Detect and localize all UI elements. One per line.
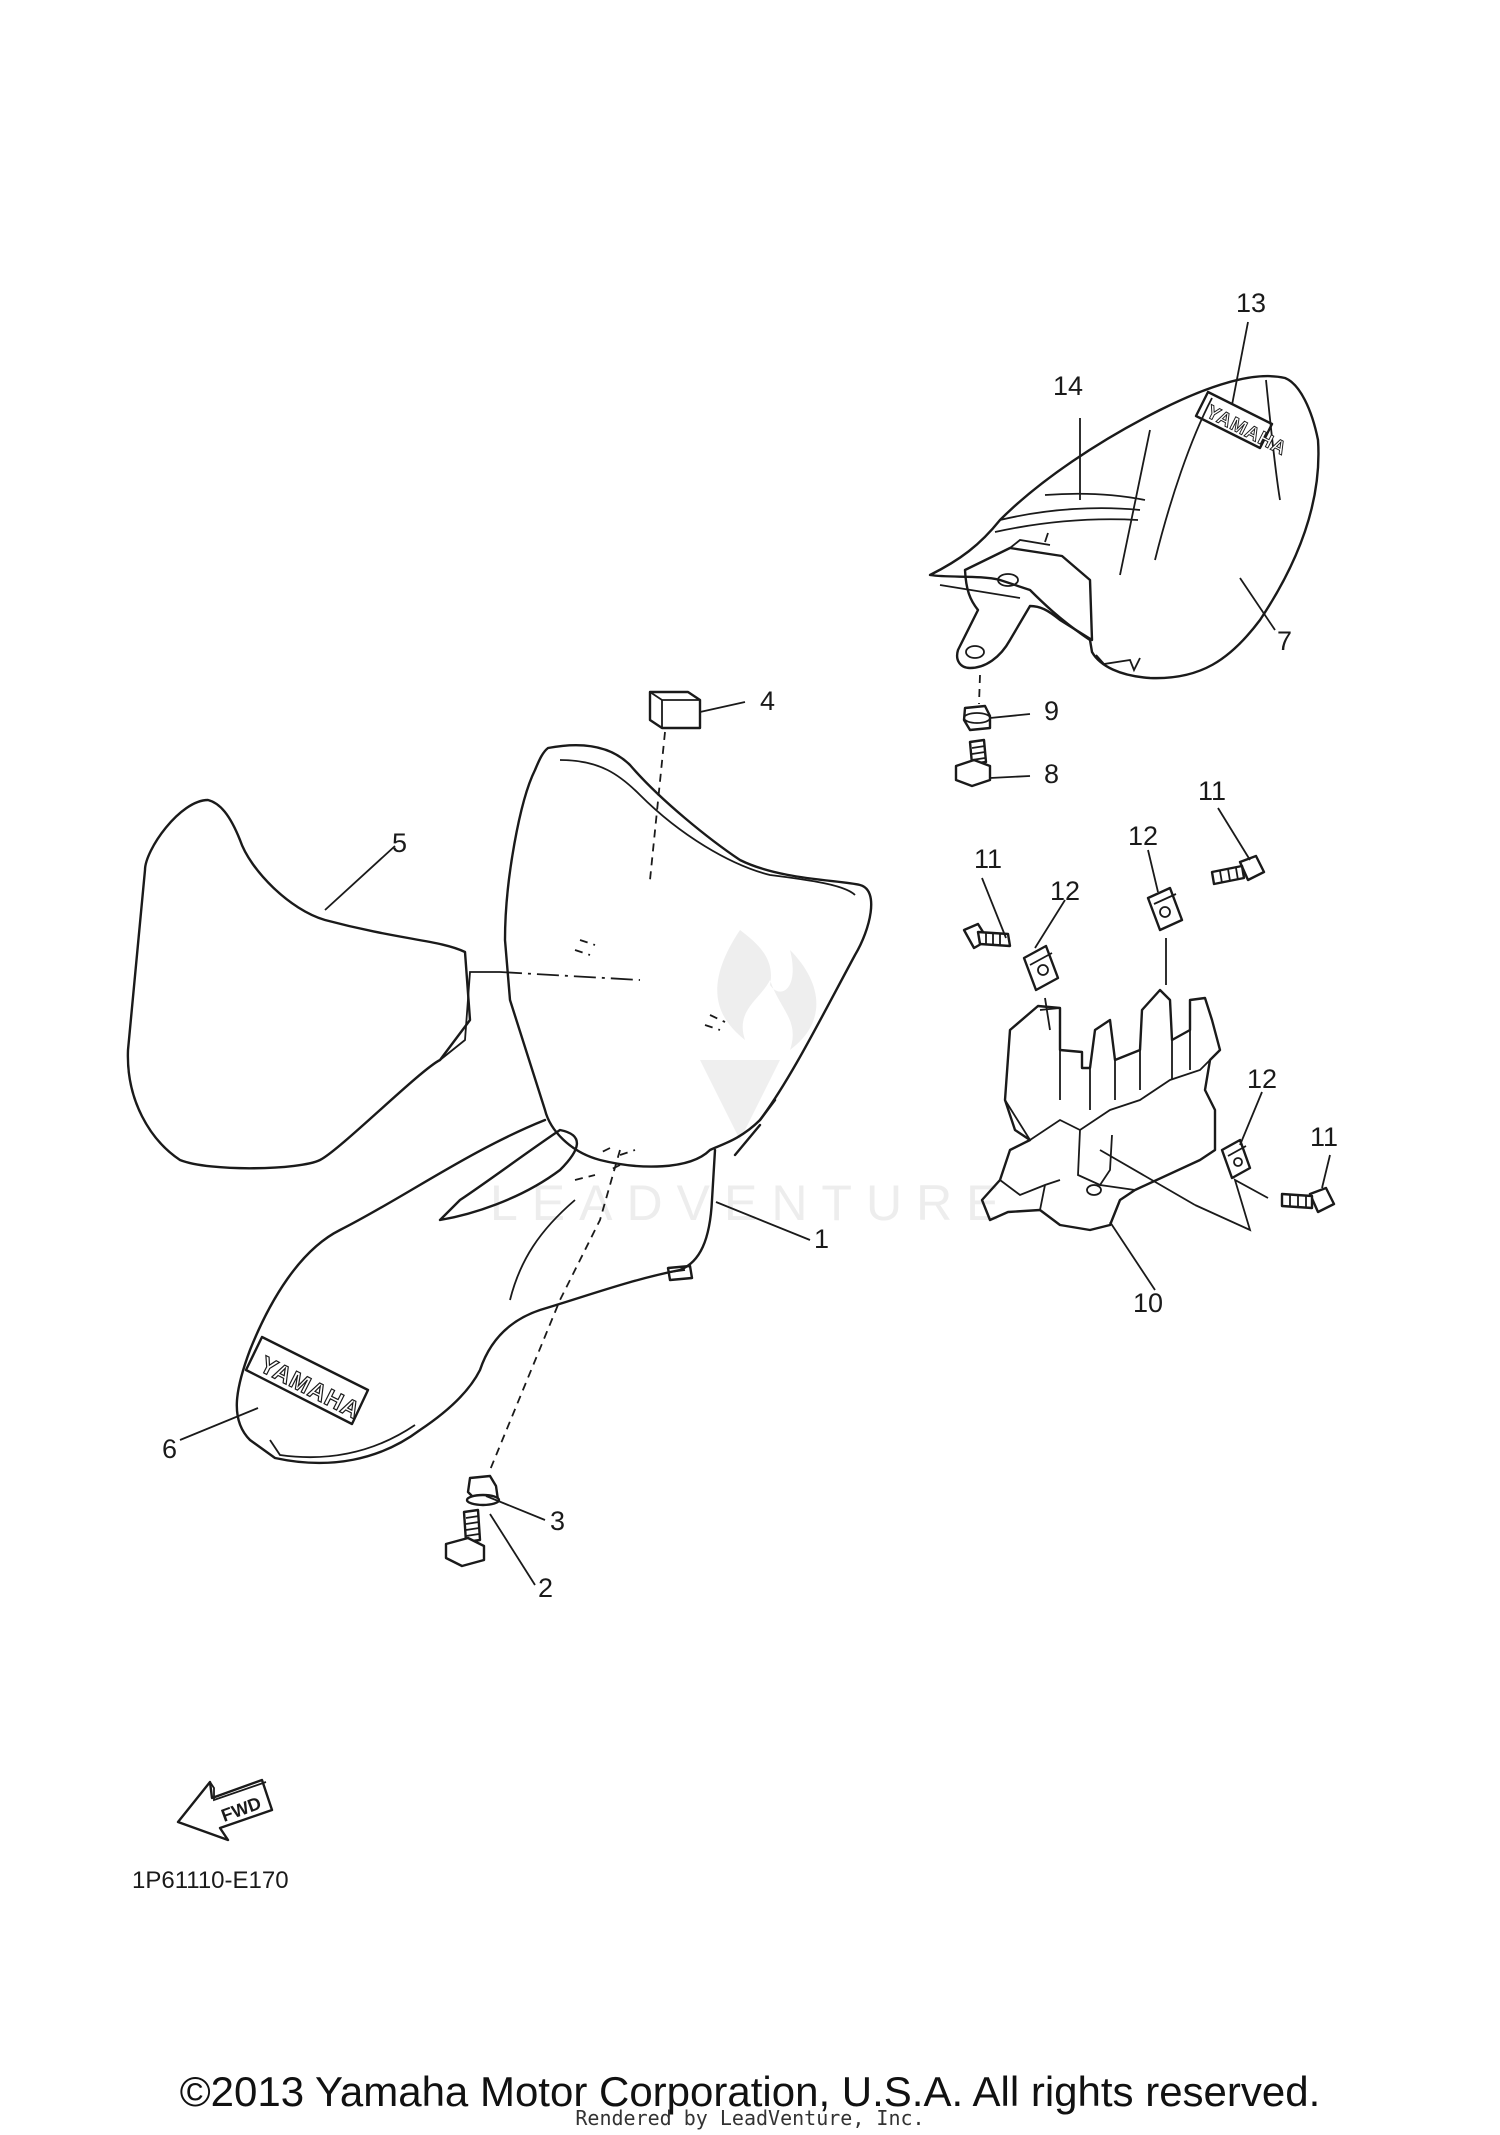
part-12-nut-upper-left[interactable] <box>1022 944 1060 992</box>
callout-13: 13 <box>1236 288 1266 318</box>
part-9-collar[interactable] <box>962 704 992 732</box>
callout-8: 8 <box>1044 759 1059 789</box>
callout-11-left: 11 <box>974 844 1002 874</box>
callout-5: 5 <box>392 828 407 858</box>
callout-9: 9 <box>1044 696 1059 726</box>
part-3-collar[interactable] <box>465 1474 501 1507</box>
part-7-rear-fender[interactable] <box>928 375 1320 680</box>
callout-14: 14 <box>1053 371 1083 401</box>
part-11-bolt-upper-right[interactable] <box>1210 854 1266 886</box>
leader-lines <box>179 321 1331 1586</box>
callout-10: 10 <box>1133 1288 1163 1318</box>
copyright-notice: ©2013 Yamaha Motor Corporation, U.S.A. A… <box>179 2068 1321 2115</box>
part-12-nut-lower[interactable] <box>1220 1138 1252 1180</box>
part-10-bracket[interactable] <box>980 988 1222 1232</box>
fwd-arrow-icon: FWD <box>176 1778 274 1842</box>
leadventure-watermark: LEADVENTURE <box>490 930 1014 1231</box>
diagram-code: 1P61110-E170 <box>132 1867 289 1894</box>
callout-labels: 1 2 3 4 5 6 7 8 9 10 11 11 11 12 12 12 1… <box>162 288 1338 1603</box>
part-12-nut-upper-right[interactable] <box>1146 886 1184 932</box>
rendered-by-notice: Rendered by LeadVenture, Inc. <box>575 2106 925 2130</box>
part-6-front-emblem[interactable]: YAMAHA <box>244 1335 370 1425</box>
callout-7: 7 <box>1277 626 1292 656</box>
part-11-bolt-upper-left[interactable] <box>962 922 1012 950</box>
callout-12-right: 12 <box>1128 821 1158 851</box>
part-8-bolt[interactable] <box>954 738 992 788</box>
callout-4: 4 <box>760 686 775 716</box>
part-5-side-panel[interactable] <box>126 798 472 1170</box>
part-2-bolt[interactable] <box>444 1508 486 1568</box>
callout-6: 6 <box>162 1434 177 1464</box>
callout-2: 2 <box>538 1573 553 1603</box>
callout-12-left: 12 <box>1050 876 1080 906</box>
callout-12-lower: 12 <box>1247 1064 1277 1094</box>
assembly-lines <box>439 674 1269 1471</box>
part-11-bolt-lower[interactable] <box>1280 1186 1336 1214</box>
part-4-grommet[interactable] <box>648 690 702 730</box>
callout-3: 3 <box>550 1506 565 1536</box>
part-1-number-plate[interactable] <box>235 744 873 1465</box>
callout-11-lower: 11 <box>1310 1122 1338 1152</box>
watermark-text: LEADVENTURE <box>490 1175 1014 1231</box>
callout-1: 1 <box>814 1224 829 1254</box>
callout-11-right: 11 <box>1198 776 1226 806</box>
